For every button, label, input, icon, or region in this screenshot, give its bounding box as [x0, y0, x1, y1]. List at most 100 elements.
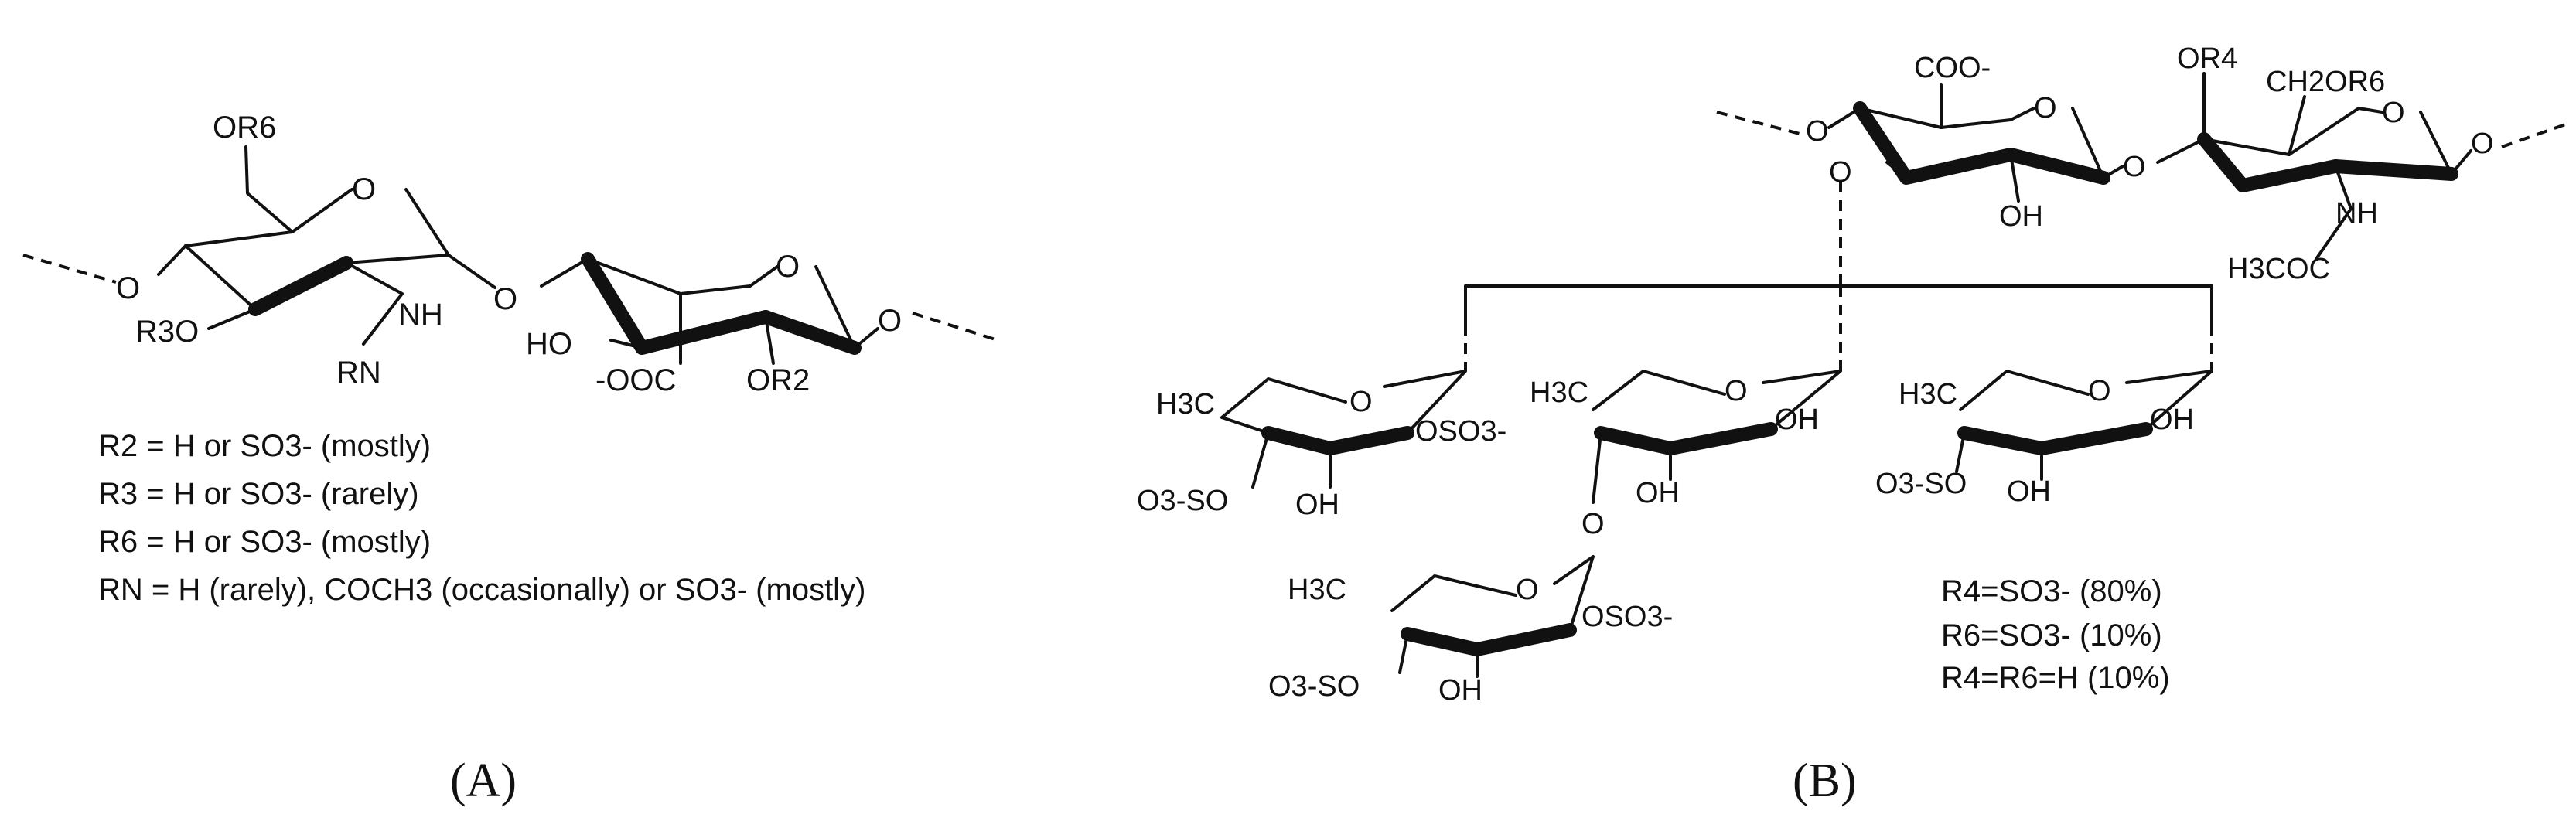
ring-bond-right: [1762, 370, 1842, 431]
o-right-bond: [853, 327, 879, 349]
o-branch-bond: [1885, 161, 1908, 179]
ch2-bond: [2288, 95, 2306, 156]
ring-bond-right: [1553, 555, 1595, 632]
bond: [157, 244, 187, 276]
oso-bond: [1398, 632, 1409, 674]
fucose-3-o3so: O3-SO: [1875, 468, 1967, 500]
panel-a-tag: (A): [450, 755, 517, 807]
ratio-r4-r6: R4=R6=H (10%): [1941, 661, 2170, 695]
fucose-branch-bracket: [1464, 182, 2213, 371]
atom-or2: OR2: [746, 363, 810, 397]
fucose-3-o: O: [2088, 375, 2111, 407]
atom-o-right-g: O: [2471, 128, 2494, 160]
link-bond: [2102, 165, 2124, 179]
chain-left-dash: [22, 254, 117, 284]
atom-o-ring-1: O: [352, 172, 376, 206]
ring-wedge: [1853, 101, 2018, 185]
ring-bond-right: [2125, 370, 2213, 431]
fucose-2-link-o: O: [1581, 508, 1605, 540]
ring-bond-top: [184, 188, 353, 247]
atom-o-ring-2: O: [776, 250, 800, 284]
fucose-ring-4: [1390, 555, 1595, 678]
ring-wedge: [581, 252, 773, 355]
fucose-3-h3c: H3C: [1899, 378, 1957, 410]
fucose-4-oh: OH: [1438, 674, 1482, 707]
glucosamine-ring: [22, 145, 496, 346]
ch2-bond: [244, 145, 294, 233]
ring-bond: [1959, 370, 2090, 411]
link-bond: [1592, 431, 1602, 504]
fucose-2-oh1: OH: [1775, 404, 1819, 436]
ring-wedge: [248, 256, 353, 316]
fucose-3-oh1: OH: [2150, 404, 2194, 436]
atom-or4: OR4: [2177, 43, 2237, 75]
atom-ooc: -OOC: [595, 363, 676, 397]
galactosamine-ring: [2156, 72, 2568, 261]
atom-oh-u: OH: [1999, 200, 2043, 233]
ring-bond: [1592, 370, 1726, 411]
legend-r2: R2 = H or SO3- (mostly): [98, 429, 431, 463]
nh-bond: [2315, 165, 2353, 261]
fucose-2-oh2: OH: [1636, 477, 1680, 509]
ring-wedge: [1594, 422, 1778, 455]
ratio-r4: R4=SO3- (80%): [1941, 574, 2162, 608]
oso-bond: [1251, 431, 1270, 489]
panel-a: O O O O O OR6 R3O NH RN HO -OOC OR2 R2 =…: [22, 111, 998, 807]
atom-o-left-u: O: [1806, 115, 1829, 148]
fucose-1-o3so: O3-SO: [1137, 485, 1228, 517]
fucose-ring-1: [1220, 370, 1467, 489]
fucose-1-oso3: OSO3-: [1415, 415, 1506, 448]
uronic-ring: [1716, 83, 2124, 203]
ring-bond-right: [1383, 370, 1467, 434]
glyco-bond: [447, 254, 496, 289]
atom-o-right: O: [878, 304, 902, 338]
ring-bond-left: [1220, 416, 1270, 434]
atom-h3coc: H3COC: [2227, 253, 2330, 285]
ring-bond: [1220, 377, 1347, 419]
fucose-2-h3c: H3C: [1530, 376, 1588, 409]
ring-wedge: [2197, 132, 2342, 192]
oh-bond: [2009, 153, 2020, 203]
atom-o-ring-g: O: [2382, 97, 2405, 129]
fucose-ring-3: [1955, 370, 2213, 481]
chain-right-dash: [912, 312, 998, 342]
o-r3-bond: [207, 308, 257, 330]
or2-bond: [764, 315, 775, 365]
atom-or6: OR6: [213, 111, 276, 145]
fucose-4-h3c: H3C: [1288, 574, 1346, 606]
ring-wedge-2: [759, 310, 862, 355]
ring-bond: [1827, 107, 1943, 129]
panel-b: COO- OR4 CH2OR6 O O O O OH O NH H3COC O …: [1137, 43, 2568, 807]
fucose-1-oh: OH: [1295, 489, 1339, 521]
ring-wedge-2: [2004, 148, 2110, 185]
n-bond: [345, 261, 404, 346]
ring-bond-top: [679, 265, 779, 295]
fucose-ring-2: [1592, 370, 1842, 504]
atom-o-link-u: O: [2123, 151, 2146, 183]
chain-left-dash: [1716, 111, 1807, 137]
fucose-4-oso3: OSO3-: [1581, 601, 1673, 633]
ring-wedge-2: [2329, 159, 2458, 181]
fucose-4-o: O: [1516, 574, 1539, 606]
ring-bond-top: [1940, 107, 2035, 129]
o-right-bond: [2450, 149, 2472, 175]
ring-wedge: [1957, 422, 2153, 455]
chain-right-dash: [2501, 122, 2568, 148]
atom-o-branch: O: [1829, 156, 1852, 189]
atom-ch2or6: CH2OR6: [2266, 66, 2385, 98]
ring-bond-top: [2288, 107, 2383, 156]
ring-bond: [1390, 574, 1517, 612]
atom-nh: NH: [398, 298, 443, 332]
atom-ho: HO: [526, 327, 572, 361]
ratio-r6: R6=SO3- (10%): [1941, 618, 2162, 652]
fucose-4-o3so: O3-SO: [1268, 670, 1360, 703]
ring-wedge: [1401, 623, 1577, 656]
atom-o-ring-u: O: [2034, 92, 2057, 124]
atom-rn: RN: [336, 356, 381, 390]
atom-o-link: O: [493, 282, 517, 316]
iduronic-ring: [540, 252, 998, 365]
fucose-3-oh2: OH: [2007, 475, 2051, 508]
atom-nh-g: NH: [2335, 197, 2378, 230]
